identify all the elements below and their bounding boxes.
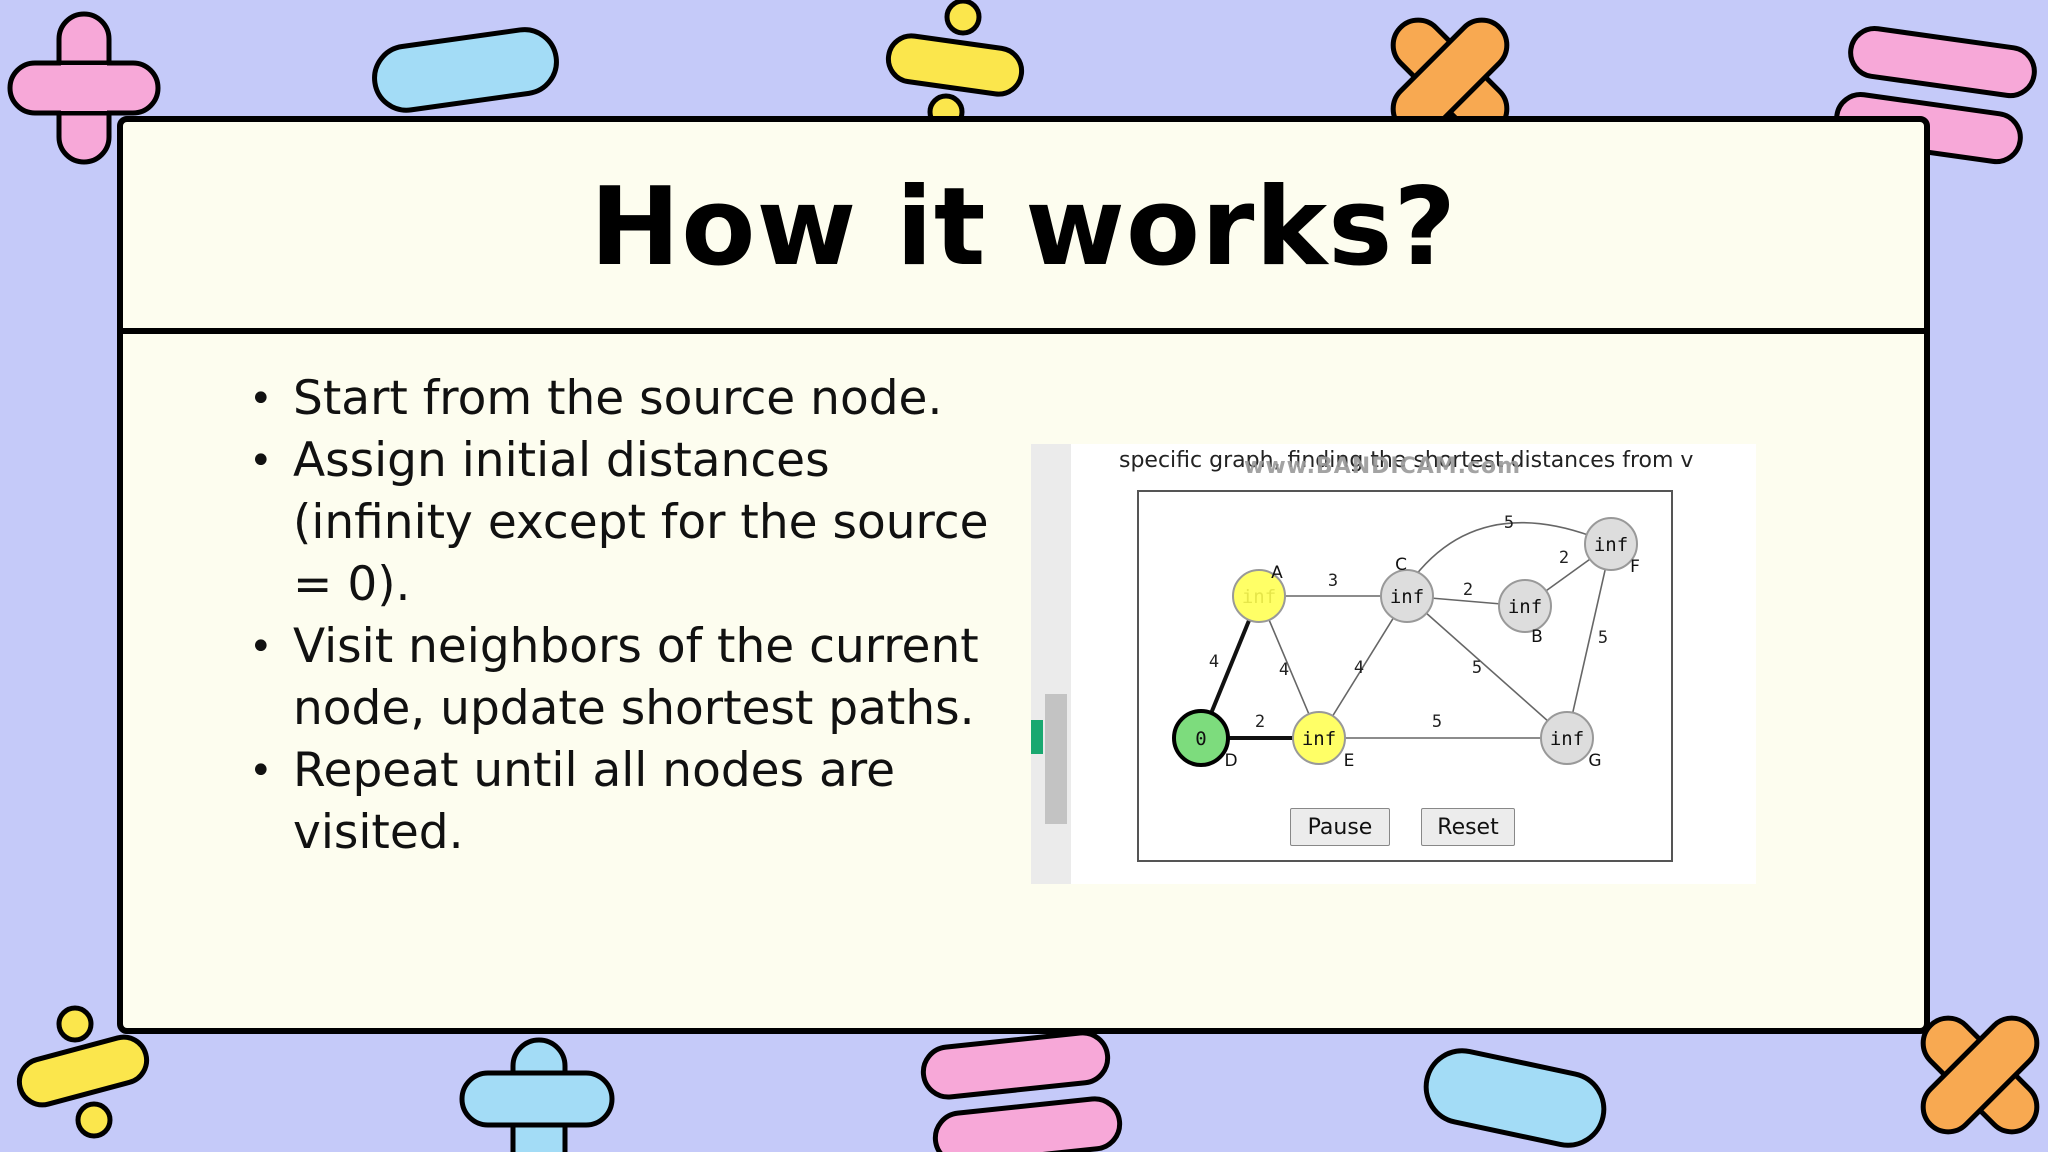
node-distance-value: inf xyxy=(1508,596,1542,618)
edge-C-G xyxy=(1406,595,1568,739)
graph-node-C: inf C xyxy=(1380,555,1434,623)
pink-plus-shape xyxy=(7,11,161,165)
reset-button[interactable]: Reset xyxy=(1421,808,1515,846)
node-circle xyxy=(1380,569,1434,623)
slide-card: How it works? Start from the source node… xyxy=(117,116,1930,1034)
orange-times-shape xyxy=(1920,1015,2040,1135)
edge-weight-label: 5 xyxy=(1432,712,1442,732)
bullet-list: Start from the source node. Assign initi… xyxy=(243,368,1003,864)
pause-button[interactable]: Pause xyxy=(1290,808,1390,846)
node-distance-value: inf xyxy=(1550,728,1584,750)
bullet-item: Visit neighbors of the current node, upd… xyxy=(243,616,1003,740)
edge-weight-label: 4 xyxy=(1354,658,1364,678)
bullet-item: Assign initial distances (infinity excep… xyxy=(243,430,1003,616)
node-circle xyxy=(1172,709,1230,767)
title-band: How it works? xyxy=(123,122,1924,334)
node-id-label: B xyxy=(1531,627,1543,647)
edge-weight-label: 2 xyxy=(1559,548,1569,568)
node-distance-value: inf xyxy=(1302,728,1336,750)
node-id-label: F xyxy=(1630,557,1640,577)
slide-title: How it works? xyxy=(589,164,1458,290)
edge-weight-label: 2 xyxy=(1255,712,1265,732)
node-distance-value: 0 xyxy=(1195,728,1206,750)
node-distance-value: inf xyxy=(1390,586,1424,608)
blue-plus-shape xyxy=(459,1037,615,1152)
yellow-divide-shape xyxy=(16,1005,150,1139)
scrollbar[interactable] xyxy=(1031,444,1071,884)
scrollbar-thumb[interactable] xyxy=(1045,694,1067,824)
node-circle xyxy=(1584,517,1638,571)
scroll-marker xyxy=(1031,720,1043,754)
yellow-divide-shape xyxy=(885,0,1025,131)
watermark-text: www.BANDICAM.com xyxy=(1244,454,1522,479)
edge-weight-label: 4 xyxy=(1209,652,1219,672)
node-id-label: G xyxy=(1588,751,1601,771)
pink-equals-shape xyxy=(920,1030,1123,1152)
node-id-label: A xyxy=(1271,563,1283,583)
node-circle xyxy=(1540,711,1594,765)
node-id-label: C xyxy=(1395,555,1407,575)
bullet-item: Start from the source node. xyxy=(243,368,1003,430)
node-distance-value: inf xyxy=(1242,586,1276,608)
graph-node-A: inf A xyxy=(1232,563,1286,623)
blue-pill-shape xyxy=(1423,1048,1607,1148)
edge-F-G xyxy=(1566,543,1612,739)
edge-weight-label: 5 xyxy=(1598,628,1608,648)
bullet-item: Repeat until all nodes are visited. xyxy=(243,740,1003,864)
edge-weight-label: 2 xyxy=(1463,580,1473,600)
blue-pill-shape xyxy=(372,27,559,113)
graph-node-D: 0D xyxy=(1172,709,1238,771)
node-id-label: D xyxy=(1224,751,1237,771)
node-circle xyxy=(1498,579,1552,633)
node-circle xyxy=(1232,569,1286,623)
edge-weight-label: 3 xyxy=(1328,571,1338,591)
edge-weight-label: 5 xyxy=(1472,658,1482,678)
node-circle xyxy=(1292,711,1346,765)
edge-C-F xyxy=(1414,521,1592,577)
edge-weight-label: 4 xyxy=(1279,660,1289,680)
node-distance-value: inf xyxy=(1594,534,1628,556)
graph-caption: specific graph, finding the shortest dis… xyxy=(1119,448,1694,473)
embedded-screenshot: specific graph, finding the shortest dis… xyxy=(1031,444,1756,884)
edge-weight-label: 5 xyxy=(1504,513,1514,533)
node-id-label: E xyxy=(1344,751,1355,771)
edge-C-E xyxy=(1318,595,1408,739)
